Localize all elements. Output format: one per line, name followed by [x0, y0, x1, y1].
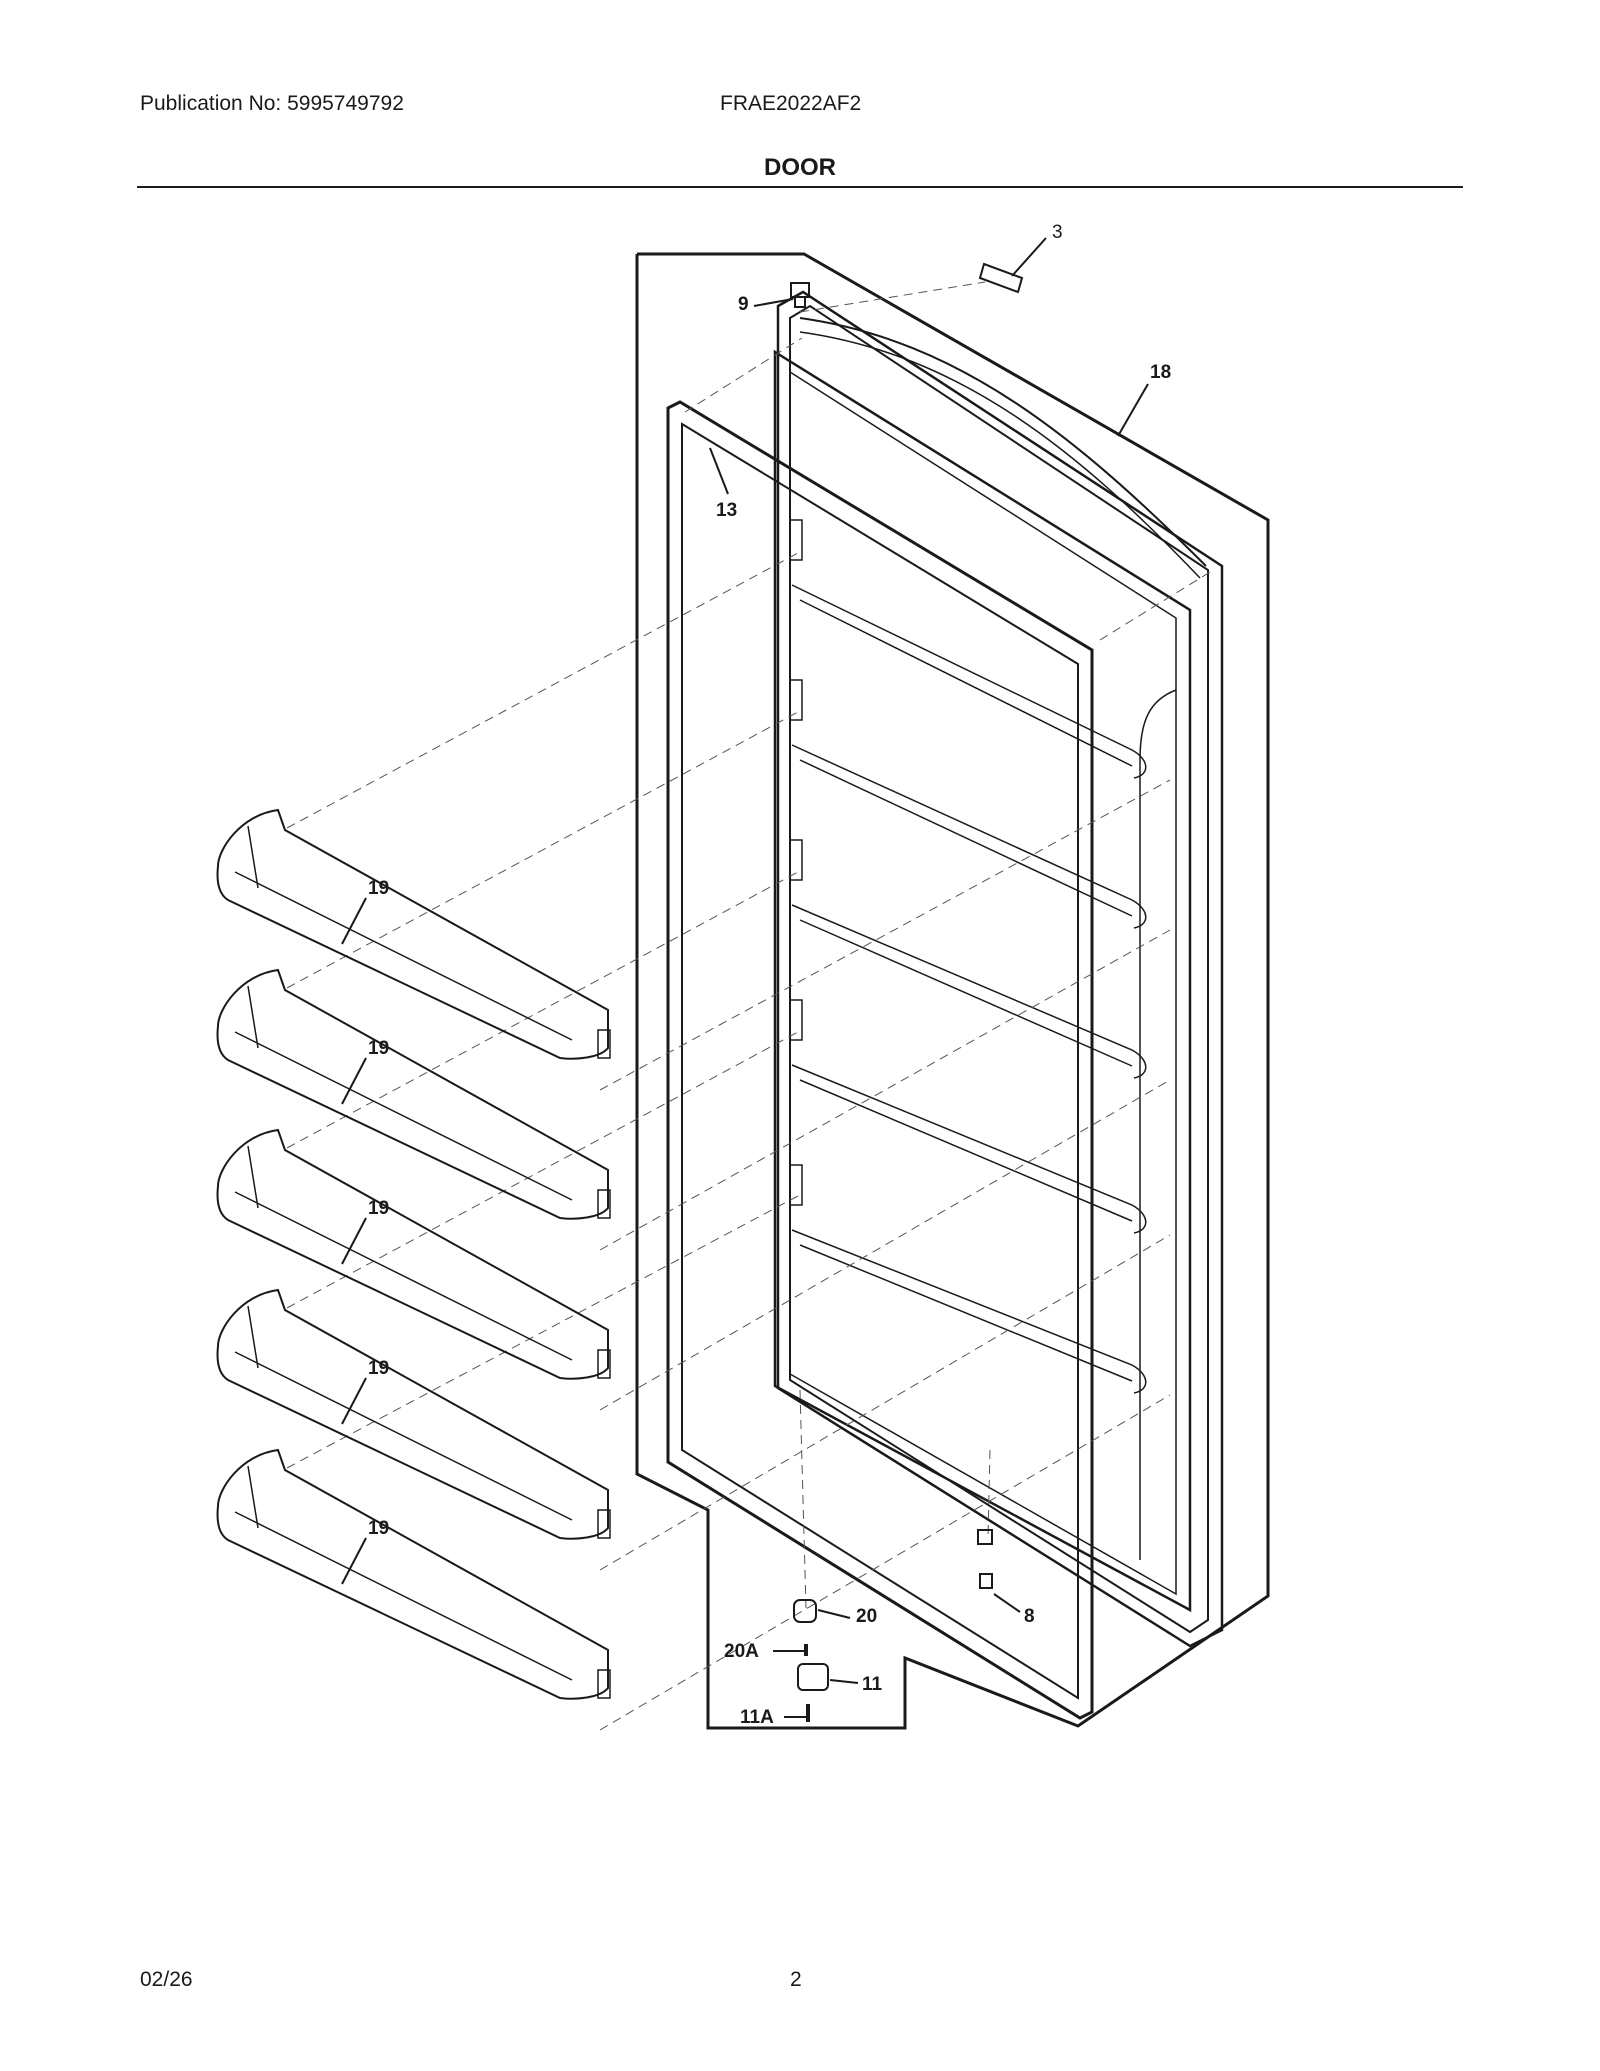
callout-hinge-pin-top: 9 — [738, 294, 749, 315]
door-shelf — [216, 808, 611, 1060]
leader-lines — [341, 237, 1149, 1718]
callout-shelf: 19 — [368, 1198, 389, 1219]
hinge-bushing-part — [793, 1599, 817, 1623]
alignment-lines — [286, 281, 1211, 1731]
model-number: FRAE2022AF2 — [720, 92, 862, 115]
door-shell — [776, 290, 1224, 1648]
door-shelf — [216, 968, 611, 1220]
top-hinge-pin-part — [790, 282, 810, 308]
door-shelf — [216, 1128, 611, 1380]
door-liner — [773, 349, 1192, 1613]
callout-shelf: 19 — [368, 878, 389, 899]
bottom-hinge-part — [797, 1663, 829, 1691]
label-plate-part — [978, 262, 1024, 294]
callout-shelf: 19 — [368, 1518, 389, 1539]
callout-bottom-hinge-screw: 11A — [740, 1707, 774, 1728]
callout-label-plate: 3 — [1052, 222, 1063, 243]
door-shelf — [216, 1288, 611, 1540]
door-gasket — [666, 400, 1094, 1720]
callout-shelf: 19 — [368, 1038, 389, 1059]
header-rule — [137, 186, 1463, 188]
callout-hinge-bushing: 20 — [856, 1606, 877, 1627]
publication-number: Publication No: 5995749792 — [140, 92, 404, 115]
door-stop-part — [977, 1529, 993, 1589]
assembly-boundary — [635, 252, 1270, 1730]
callout-bottom-hinge: 11 — [862, 1674, 883, 1695]
callout-hinge-bushing-screw: 20A — [724, 1641, 759, 1662]
liner-shelf-ridges — [789, 519, 1147, 1394]
callout-door-assembly: 18 — [1150, 362, 1171, 383]
footer-page-number: 2 — [790, 1968, 802, 1991]
door-shelf — [216, 1448, 611, 1700]
callout-door-stop: 8 — [1024, 1606, 1035, 1627]
callout-shelf: 19 — [368, 1358, 389, 1379]
callout-gasket: 13 — [716, 500, 737, 521]
footer-date: 02/26 — [140, 1968, 193, 1991]
section-title: DOOR — [764, 154, 836, 181]
